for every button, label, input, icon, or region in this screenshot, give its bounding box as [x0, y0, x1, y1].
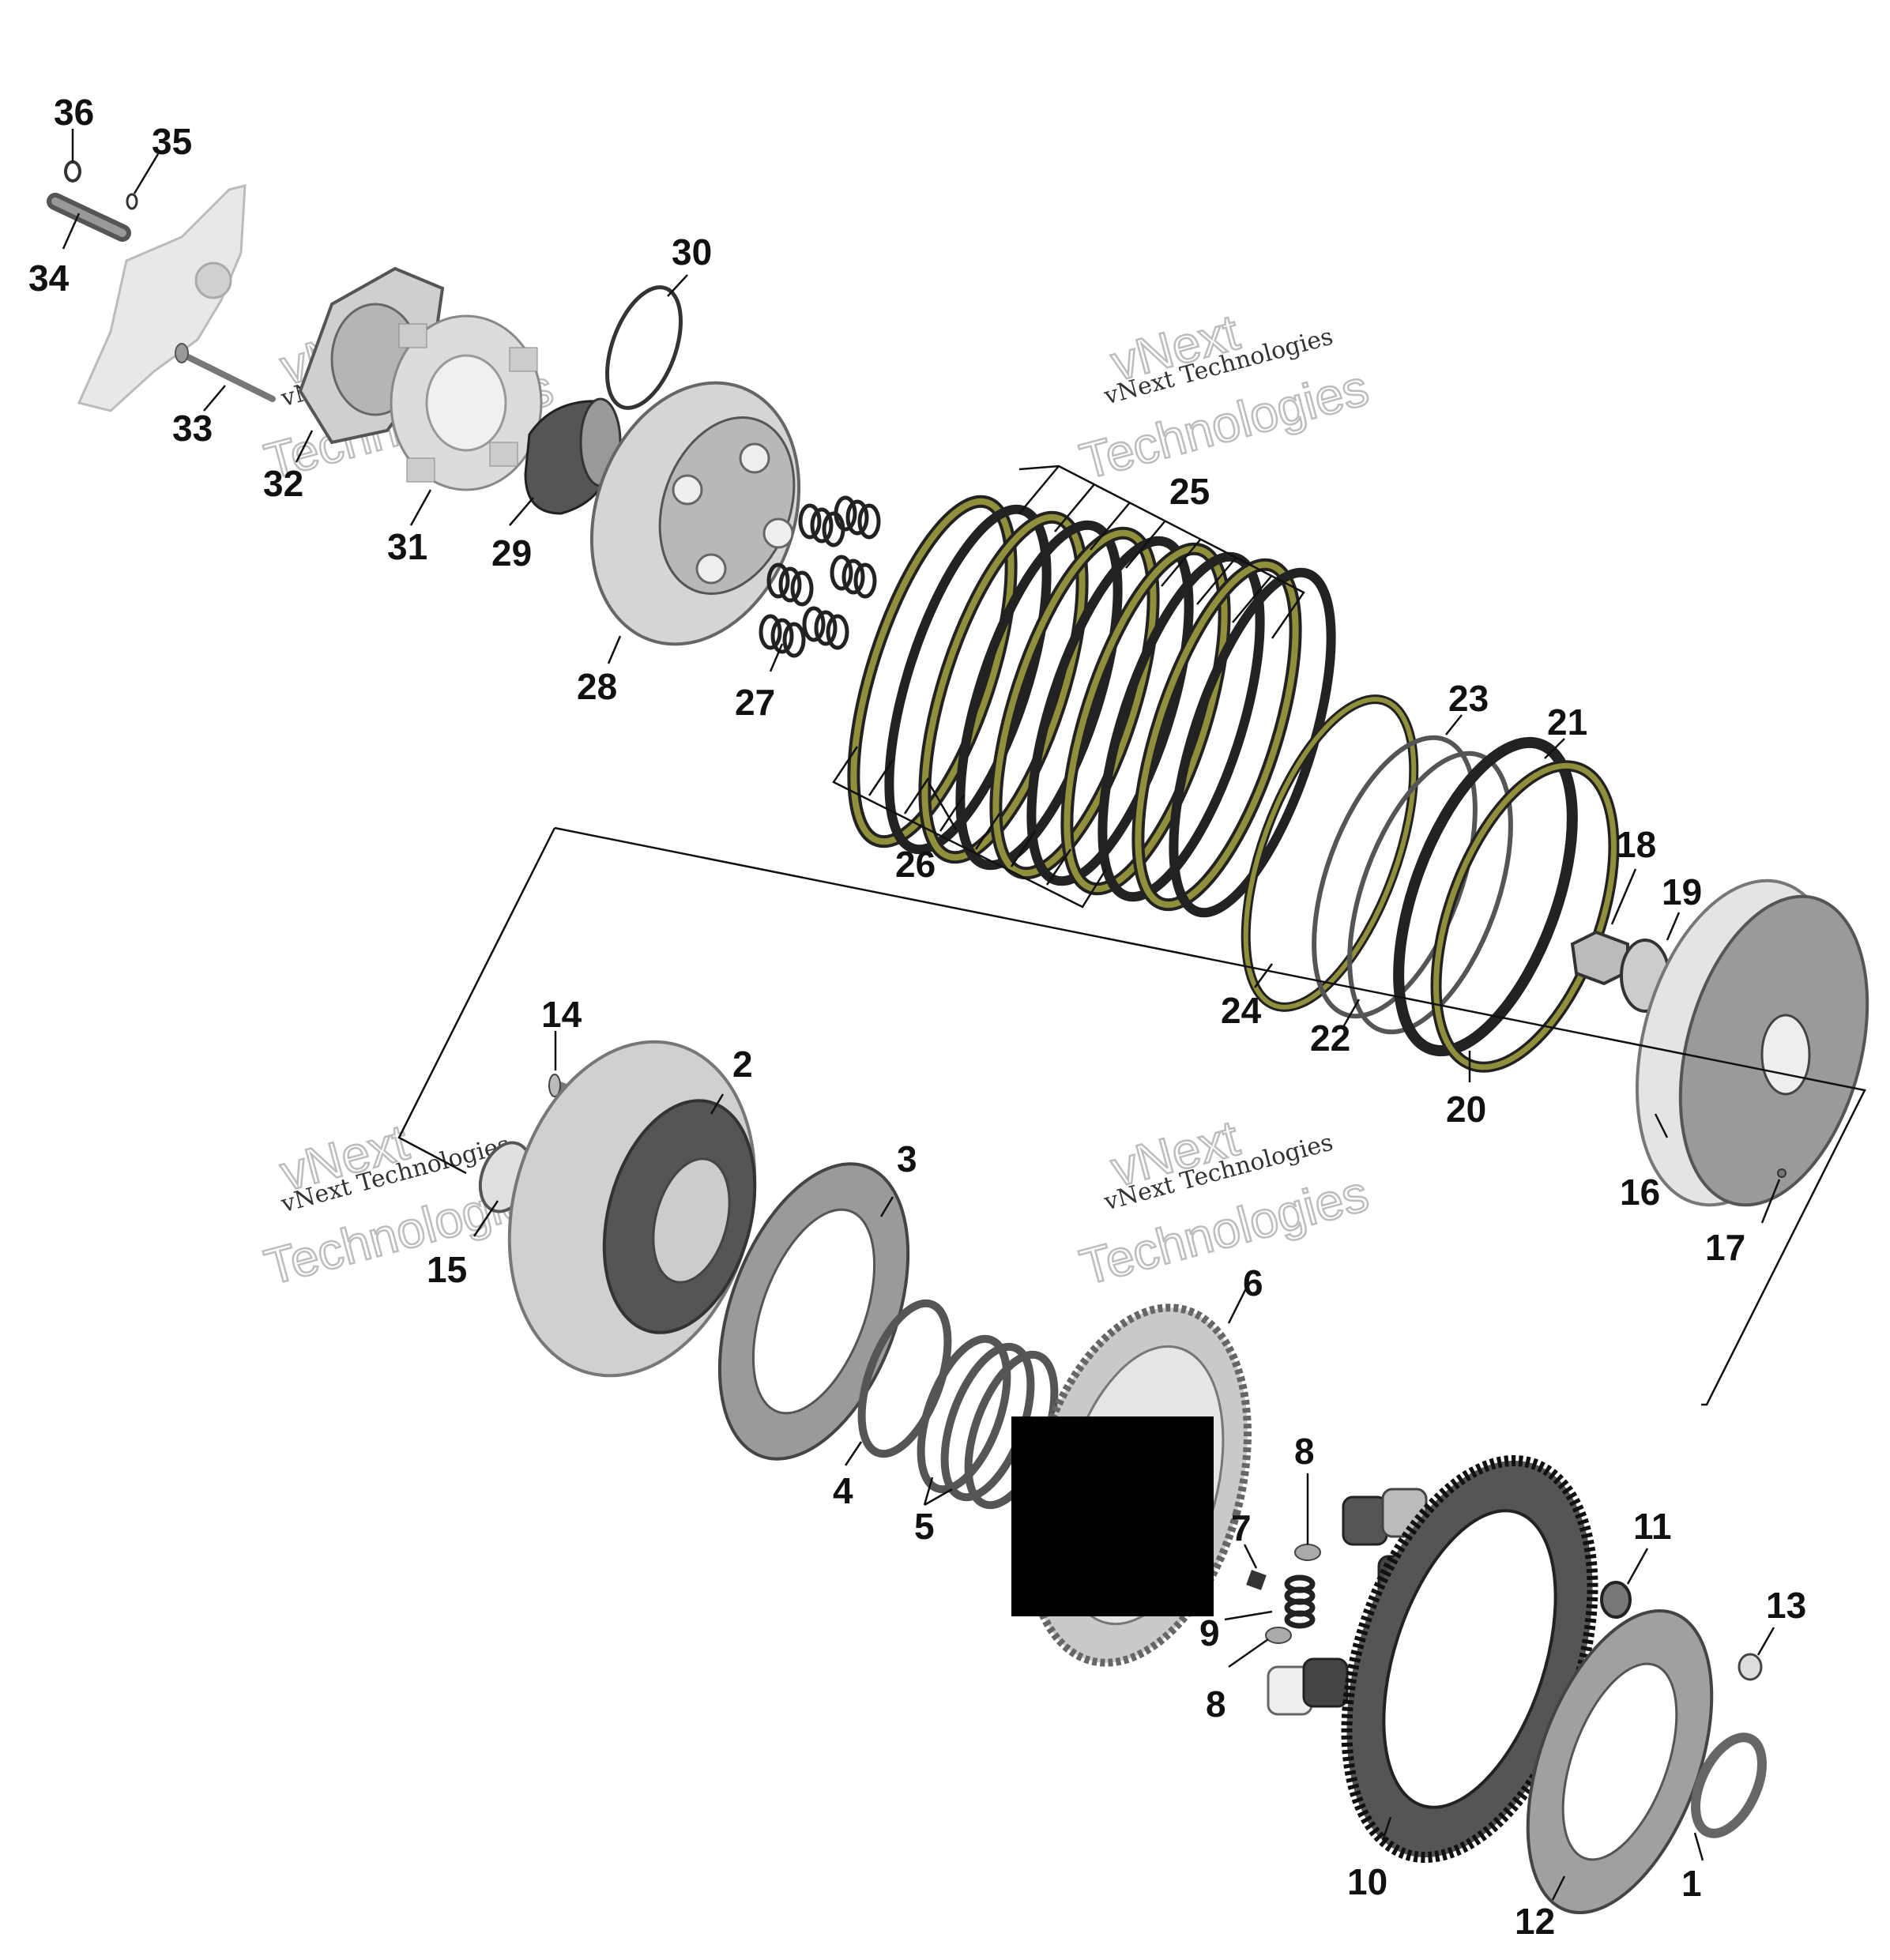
part-steel-plate-21 — [1393, 736, 1578, 1057]
callout-22: 22 — [1310, 1018, 1350, 1059]
callout-2: 2 — [732, 1044, 753, 1085]
callout-5: 5 — [914, 1506, 935, 1547]
callout-32: 32 — [263, 463, 303, 504]
callout-25: 25 — [1169, 471, 1210, 512]
callout-27: 27 — [735, 682, 775, 723]
callout-34: 34 — [28, 258, 70, 299]
leader-lines — [62, 129, 1781, 1901]
bracket-26 — [832, 746, 1108, 909]
watermark-bottom-right: vNext vNext Technologies Technologies — [1073, 1108, 1375, 1297]
callout-36: 36 — [54, 92, 94, 133]
callout-15: 15 — [427, 1249, 467, 1290]
callout-29: 29 — [491, 532, 532, 574]
part-clutch-basket-2 — [507, 1040, 757, 1378]
part-springs-9 — [1284, 1574, 1316, 1629]
callout-30: 30 — [672, 231, 712, 273]
callout-13: 13 — [1766, 1585, 1806, 1626]
callout-12: 12 — [1515, 1901, 1555, 1942]
callout-6: 6 — [1243, 1262, 1263, 1304]
part-nut-13 — [1738, 1653, 1763, 1681]
part-ring-23 — [1312, 735, 1478, 1019]
part-seat-8-bottom — [1265, 1627, 1292, 1644]
part-bolt-33 — [175, 343, 276, 402]
part-nut-11 — [1600, 1581, 1632, 1619]
callout-11: 11 — [1633, 1506, 1672, 1547]
part-springs-27 — [759, 495, 881, 658]
callout-19: 19 — [1662, 871, 1702, 912]
callout-33: 33 — [172, 408, 213, 449]
bracket-25 — [1018, 465, 1305, 639]
callout-9: 9 — [1199, 1612, 1220, 1653]
callout-labels: 36 35 34 33 32 31 29 30 28 27 26 25 23 2… — [28, 92, 1806, 1942]
callout-10: 10 — [1347, 1861, 1387, 1902]
callout-28: 28 — [577, 666, 617, 707]
part-pin-17 — [1777, 1168, 1786, 1178]
part-oring-30 — [605, 285, 683, 410]
callout-26: 26 — [895, 844, 936, 885]
callout-23: 23 — [1448, 678, 1489, 719]
bracket-assembly-right — [554, 826, 1866, 1406]
callout-20: 20 — [1446, 1089, 1486, 1130]
callout-8-bottom: 8 — [1206, 1683, 1226, 1725]
part-ring-gear-10 — [1341, 1454, 1598, 1864]
part-block-7 — [1246, 1570, 1267, 1590]
watermark-top-right: vNext vNext Technologies Technologies — [1073, 303, 1375, 491]
bracket-assembly-left — [397, 827, 556, 1175]
callout-14: 14 — [541, 994, 582, 1035]
redaction-box — [1011, 1416, 1214, 1616]
callout-35: 35 — [152, 121, 192, 162]
part-ring-35 — [126, 193, 138, 210]
part-hub-31 — [390, 314, 543, 491]
part-ring-22 — [1347, 751, 1513, 1035]
callout-16: 16 — [1620, 1172, 1660, 1213]
part-friction-plate-20 — [1430, 760, 1620, 1073]
part-bearing-29 — [524, 397, 622, 515]
part-housing-cover — [77, 184, 247, 412]
callout-24: 24 — [1221, 990, 1262, 1031]
part-ring-36 — [64, 160, 81, 182]
part-plate-12 — [1526, 1608, 1714, 1915]
part-plate-3 — [717, 1162, 910, 1461]
part-pressure-plate-28 — [589, 381, 801, 646]
callout-31: 31 — [387, 526, 427, 567]
callout-4: 4 — [833, 1470, 853, 1511]
callout-3: 3 — [897, 1138, 917, 1179]
part-seat-8-top — [1294, 1544, 1321, 1561]
callout-21: 21 — [1547, 702, 1587, 743]
part-ring-1 — [1691, 1732, 1767, 1838]
part-nut-18 — [1570, 930, 1629, 986]
callout-7: 7 — [1231, 1507, 1252, 1548]
callout-18: 18 — [1616, 824, 1656, 865]
part-shaft-34 — [47, 193, 131, 242]
callout-1: 1 — [1681, 1863, 1702, 1904]
part-clutch-hub-16 — [1635, 878, 1869, 1207]
callout-17: 17 — [1705, 1227, 1745, 1268]
callout-8-top: 8 — [1294, 1431, 1315, 1472]
